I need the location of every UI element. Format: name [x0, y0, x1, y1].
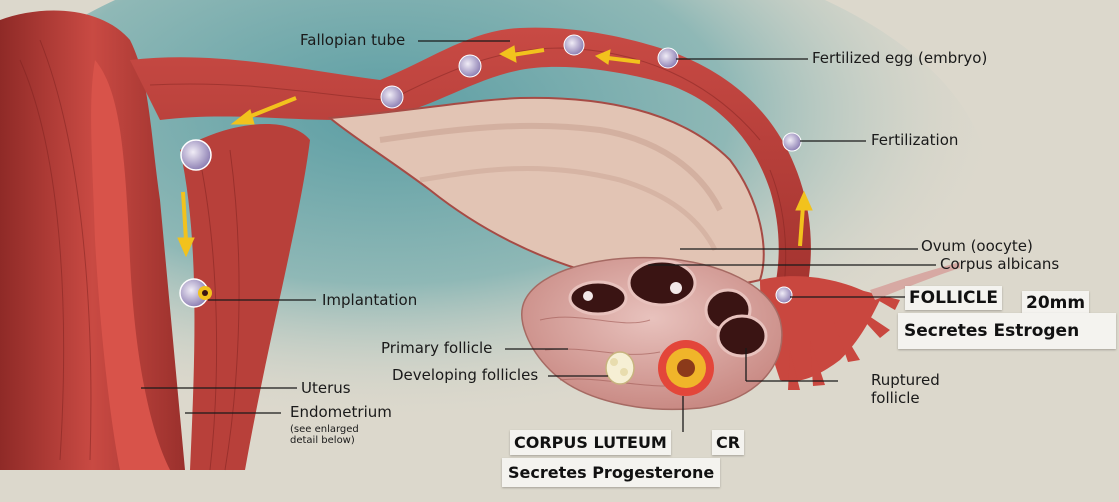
sticker-follicle-size: 20mm — [1022, 291, 1089, 315]
label-fertilization: Fertilization — [871, 132, 958, 149]
label-ovum: Ovum (oocyte) — [921, 238, 1033, 255]
sticker-follicle-title: FOLLICLE — [905, 286, 1002, 310]
developing-follicle — [606, 352, 634, 384]
label-implantation: Implantation — [322, 292, 417, 309]
follicle-dark-1 — [570, 282, 626, 314]
label-ruptured-follicle-line1: Ruptured — [871, 372, 940, 389]
corpus-luteum — [658, 340, 714, 396]
label-fertilized-egg: Fertilized egg (embryo) — [812, 50, 987, 67]
label-endometrium-note-2: detail below) — [290, 435, 355, 446]
label-corpus-albicans: Corpus albicans — [940, 256, 1059, 273]
label-fallopian-tube: Fallopian tube — [300, 32, 405, 49]
sticker-corpus-luteum-title: CORPUS LUTEUM — [510, 430, 671, 455]
sticker-corpus-luteum-note: Secretes Progesterone — [502, 458, 720, 487]
label-uterus: Uterus — [301, 380, 351, 397]
label-endometrium-note-1: (see enlarged — [290, 424, 359, 435]
label-endometrium: Endometrium — [290, 404, 392, 421]
label-developing-follicles: Developing follicles — [392, 367, 538, 384]
sticker-corpus-luteum-abbrev: CR — [712, 430, 744, 455]
follicle-dark-2 — [629, 261, 695, 305]
label-primary-follicle: Primary follicle — [381, 340, 492, 357]
sticker-follicle-note: Secretes Estrogen — [898, 313, 1116, 349]
label-ruptured-follicle-line2: follicle — [871, 390, 920, 407]
